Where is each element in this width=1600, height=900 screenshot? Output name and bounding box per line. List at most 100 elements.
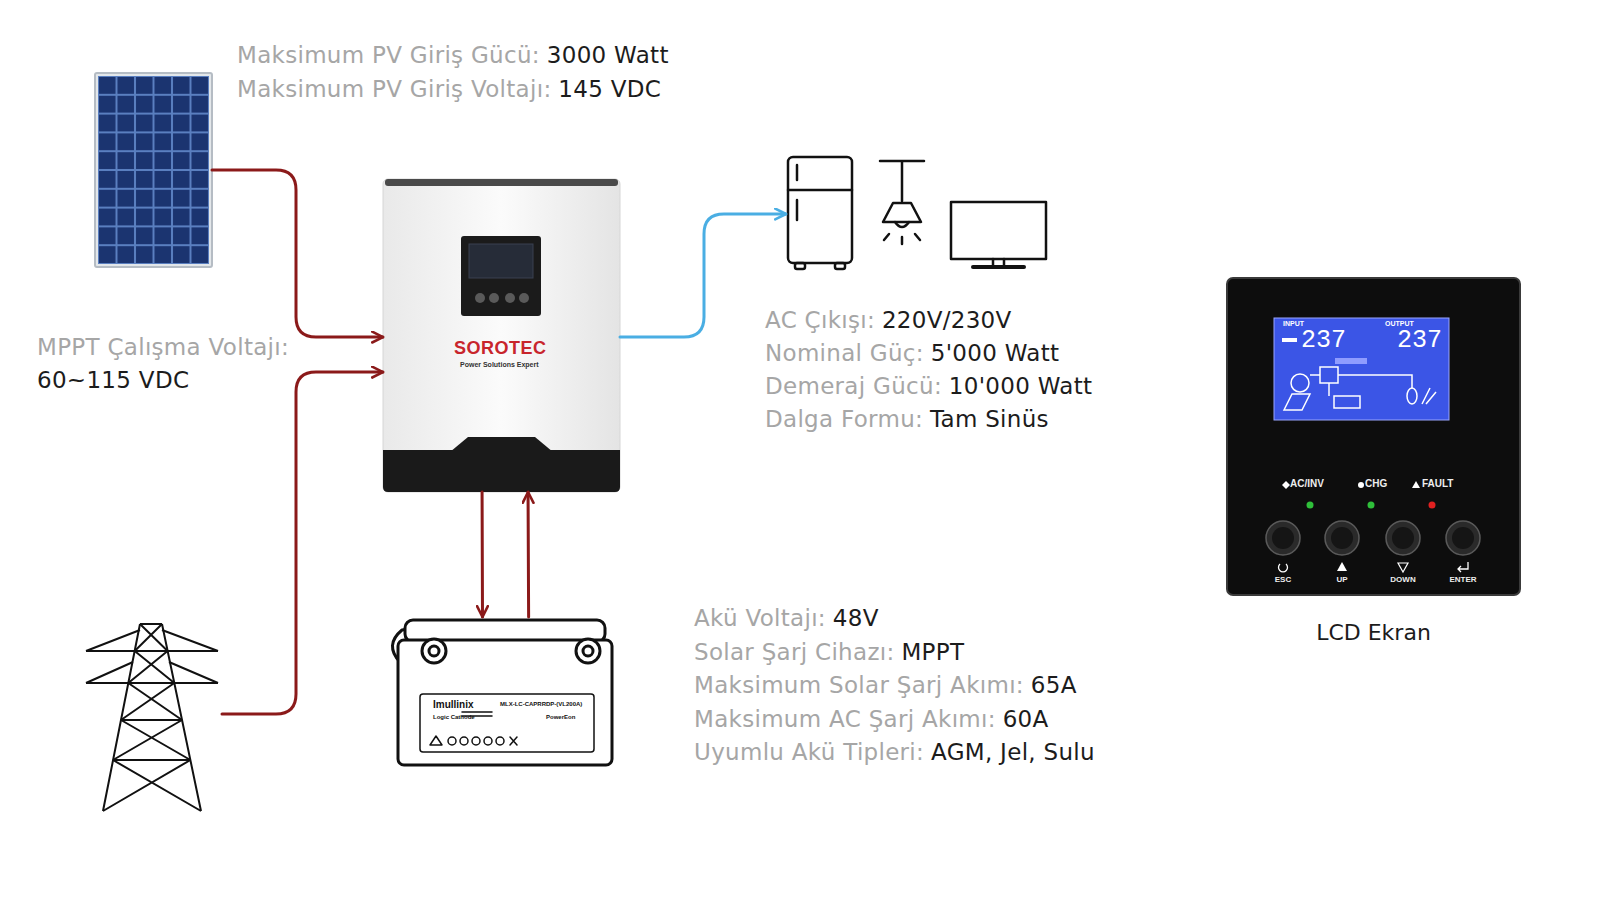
caption-label: LCD Ekran: [1227, 619, 1520, 647]
spec-key: Maksimum PV Giriş Gücü:: [237, 42, 540, 68]
inverter-top: [385, 179, 618, 186]
power-wire: [212, 170, 383, 337]
screen-label: OUTPUT: [1385, 320, 1414, 328]
lcd-sun: [1291, 374, 1309, 392]
battery-terminal: [583, 646, 593, 656]
spec-value: 145 VDC: [558, 76, 661, 102]
screen-label: INPUT: [1283, 320, 1304, 328]
battery-symbol: [472, 737, 480, 745]
battery-symbol: [430, 736, 442, 745]
spec-key: Dalga Formu:: [765, 406, 923, 432]
spec-key: AC Çıkışı:: [765, 307, 875, 333]
spec-key: Maksimum Solar Şarj Akımı:: [694, 672, 1024, 698]
spec-line: Akü Voltajı: 48V: [694, 603, 879, 633]
battery-brand: Imullinix: [433, 699, 474, 710]
power-grid-node: [82, 622, 222, 811]
battery-symbol: [484, 737, 492, 745]
battery-symbol: [460, 737, 468, 745]
inverter-button: [475, 293, 485, 303]
spec-value: 65A: [1031, 672, 1077, 698]
spec-value: 3000 Watt: [547, 42, 669, 68]
inverter-body: [383, 179, 620, 492]
lcd-housing: [1227, 278, 1520, 595]
knob: [1386, 521, 1420, 555]
spec-line: AC Çıkışı:220V/230V: [765, 305, 1012, 335]
battery-model: MLX-LC-CAPRRDP-(VL200A): [500, 701, 582, 708]
lamp-cord: [880, 161, 924, 201]
spec-key: Maksimum AC Şarj Akımı:: [694, 706, 996, 732]
spec-key: Nominal Güç:: [765, 340, 924, 366]
load-icons: [788, 157, 1046, 269]
battery-terminal: [422, 639, 446, 663]
tower-legs: [103, 624, 201, 811]
battery-symbol: [510, 737, 517, 745]
spec-line: Maksimum PV Giriş Gücü: 3000 Watt: [237, 40, 669, 70]
lcd-display-node: INPUT237OUTPUT237AC/INVCHGFAULTESCUPDOWN…: [1227, 278, 1520, 595]
esc-symbol: [1278, 564, 1287, 572]
spec-line: Nominal Güç:5'000 Watt: [765, 338, 1059, 368]
brand-name: SOROTEC: [454, 339, 547, 359]
spec-label: 60~115 VDC: [37, 365, 189, 395]
button-label: DOWN: [1373, 575, 1433, 585]
indicator-mark: [1358, 482, 1364, 488]
led-red: [1429, 502, 1436, 509]
indicator-label: CHG: [1365, 478, 1387, 490]
lamp-rays: [884, 234, 920, 244]
fridge-detail: [788, 165, 852, 220]
spec-line: Solar Şarj Cihazı:MPPT: [694, 637, 964, 667]
spec-value: 60A: [1003, 706, 1049, 732]
battery-body: [398, 640, 612, 765]
spec-line: Maksimum Solar Şarj Akımı: 65A: [694, 670, 1077, 700]
spec-key: Maksimum PV Giriş Voltajı:: [237, 76, 551, 102]
indicator-mark: [1282, 481, 1290, 489]
tv-base: [973, 265, 1024, 269]
battery-node: Imullinix MLX-LC-CAPRRDP-(VL200A) Logic Ca…: [388, 617, 613, 767]
lcd-panel: [1227, 278, 1520, 595]
battery-label: [420, 694, 594, 752]
solar-panel: [95, 73, 212, 267]
spec-line: Uyumlu Akü Tipleri:AGM, Jel, Sulu: [694, 737, 1095, 767]
power-wire: [222, 372, 383, 714]
inverter-button: [519, 293, 529, 303]
lcd-icons: [1284, 367, 1436, 410]
lcd-flow: [1310, 375, 1412, 388]
battery: [392, 620, 612, 765]
lcd-dash: [1282, 338, 1297, 342]
spec-line: Maksimum PV Giriş Voltajı: 145 VDC: [237, 74, 661, 104]
lcd-flow: [1328, 383, 1330, 396]
tv-icon: [951, 202, 1046, 259]
spec-key: Demeraj Gücü:: [765, 373, 942, 399]
spec-key: Akü Voltajı:: [694, 605, 826, 631]
led-green: [1307, 502, 1314, 509]
enter-symbol: [1458, 562, 1468, 572]
knob: [1452, 527, 1474, 549]
lcd-bulb: [1407, 388, 1417, 404]
indicator-mark: [1412, 481, 1420, 488]
fridge-foot: [795, 263, 805, 269]
knob: [1266, 521, 1300, 555]
spec-value: AGM, Jel, Sulu: [931, 739, 1095, 765]
inverter-button: [489, 293, 499, 303]
knob: [1272, 527, 1294, 549]
power-wire: [620, 214, 786, 337]
tower-bracing: [103, 624, 201, 811]
power-wire: [481, 492, 484, 617]
fridge-icon: [788, 157, 852, 263]
knob: [1446, 521, 1480, 555]
knob: [1331, 527, 1353, 549]
spec-line: Maksimum AC Şarj Akımı: 60A: [694, 704, 1049, 734]
ac-loads-node: AC Çıkışı:220V/230VNominal Güç:5'000 Wat…: [786, 156, 1048, 272]
button-label: ENTER: [1433, 575, 1493, 585]
inverter-base: [383, 450, 620, 492]
knob: [1325, 521, 1359, 555]
spec-value: Tam Sinüs: [930, 406, 1049, 432]
screen-value: 237: [1397, 328, 1442, 353]
inverter-notch: [450, 437, 553, 452]
lcd-inverter: [1320, 367, 1338, 383]
button-label: UP: [1312, 575, 1372, 585]
button-label: ESC: [1253, 575, 1313, 585]
fridge-foot: [835, 263, 845, 269]
battery-print: Logic Cathode: [433, 714, 475, 721]
spec-value: 10'000 Watt: [949, 373, 1093, 399]
spec-value: 48V: [833, 605, 879, 631]
